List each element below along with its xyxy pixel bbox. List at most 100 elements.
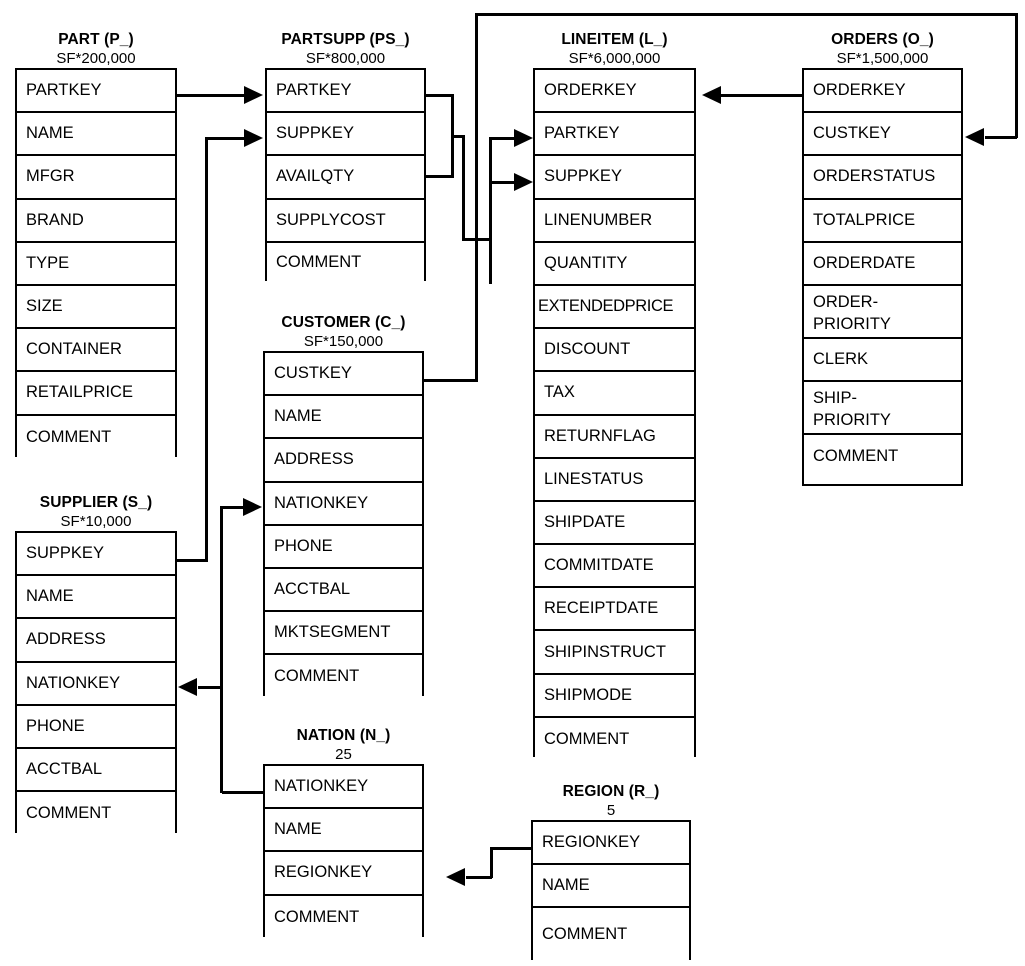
entity-nation-cardinality: 25 <box>335 746 352 763</box>
field-supplier-nationkey[interactable]: NATIONKEY <box>17 662 175 706</box>
field-region-comment[interactable]: COMMENT <box>533 908 689 962</box>
field-part-retailprice[interactable]: RETAILPRICE <box>17 372 175 416</box>
entity-region-box: REGIONKEY NAME COMMENT <box>531 820 691 962</box>
field-customer-phone[interactable]: PHONE <box>265 525 422 569</box>
field-lineitem-suppkey[interactable]: SUPPKEY <box>535 156 694 200</box>
field-lineitem-commitdate[interactable]: COMMITDATE <box>535 545 694 589</box>
entity-lineitem-box: ORDERKEY PARTKEY SUPPKEY LINENUMBER QUAN… <box>533 68 696 761</box>
field-lineitem-returnflag[interactable]: RETURNFLAG <box>535 415 694 459</box>
field-nation-comment[interactable]: COMMENT <box>265 895 422 939</box>
connector-customer-to-orders-h2 <box>475 13 1018 16</box>
field-partsupp-supplycost[interactable]: SUPPLYCOST <box>267 199 424 243</box>
field-orders-orderdate[interactable]: ORDERDATE <box>804 242 961 286</box>
field-part-name[interactable]: NAME <box>17 113 175 157</box>
field-orders-orderpriority[interactable]: ORDER- PRIORITY <box>804 285 961 339</box>
field-customer-custkey[interactable]: CUSTKEY <box>265 353 422 397</box>
entity-customer-title: CUSTOMER (C_) <box>281 314 406 331</box>
field-lineitem-orderkey[interactable]: ORDERKEY <box>535 70 694 114</box>
field-lineitem-comment[interactable]: COMMENT <box>535 717 694 761</box>
field-region-regionkey[interactable]: REGIONKEY <box>533 822 689 866</box>
field-region-name[interactable]: NAME <box>533 865 689 909</box>
entity-partsupp[interactable]: PARTSUPP (PS_) SF*800,000 PARTKEY SUPPKE… <box>265 30 426 283</box>
field-customer-name[interactable]: NAME <box>265 396 422 440</box>
field-customer-acctbal[interactable]: ACCTBAL <box>265 568 422 613</box>
field-nation-regionkey[interactable]: REGIONKEY <box>265 852 422 896</box>
connector-supplier-to-partsupp-h2 <box>205 137 244 140</box>
field-nation-name[interactable]: NAME <box>265 809 422 853</box>
field-customer-mktsegment[interactable]: MKTSEGMENT <box>265 612 422 656</box>
field-lineitem-quantity[interactable]: QUANTITY <box>535 242 694 286</box>
entity-nation-title: NATION (N_) <box>296 727 391 744</box>
field-partsupp-availqty[interactable]: AVAILQTY <box>267 156 424 200</box>
field-partsupp-suppkey[interactable]: SUPPKEY <box>267 113 424 157</box>
field-orders-shippriority[interactable]: SHIP- PRIORITY <box>804 382 961 436</box>
field-customer-address[interactable]: ADDRESS <box>265 439 422 483</box>
field-customer-comment[interactable]: COMMENT <box>265 655 422 699</box>
field-customer-nationkey[interactable]: NATIONKEY <box>265 482 422 526</box>
field-lineitem-extendedprice[interactable]: EXTENDEDPRICE <box>535 285 694 330</box>
entity-part-title: PART (P_) <box>58 31 134 48</box>
field-orders-orderkey[interactable]: ORDERKEY <box>804 70 961 114</box>
field-lineitem-shipinstruct[interactable]: SHIPINSTRUCT <box>535 631 694 675</box>
entity-partsupp-cardinality: SF*800,000 <box>305 50 386 67</box>
field-partsupp-partkey[interactable]: PARTKEY <box>267 70 424 114</box>
field-lineitem-tax[interactable]: TAX <box>535 372 694 416</box>
entity-supplier[interactable]: SUPPLIER (S_) SF*10,000 SUPPKEY NAME ADD… <box>15 493 177 836</box>
field-nation-nationkey[interactable]: NATIONKEY <box>265 766 422 810</box>
connector-customer-to-orders-v2 <box>1015 13 1018 138</box>
connector-supplier-to-partsupp-arrow <box>244 129 263 147</box>
field-lineitem-discount[interactable]: DISCOUNT <box>535 329 694 373</box>
field-part-container[interactable]: CONTAINER <box>17 329 175 373</box>
entity-customer[interactable]: CUSTOMER (C_) SF*150,000 CUSTKEY NAME AD… <box>263 313 424 699</box>
entity-orders-box: ORDERKEY CUSTKEY ORDERSTATUS TOTALPRICE … <box>802 68 963 486</box>
field-part-size[interactable]: SIZE <box>17 285 175 330</box>
field-lineitem-shipdate[interactable]: SHIPDATE <box>535 501 694 546</box>
entity-supplier-cardinality: SF*10,000 <box>60 513 132 530</box>
entity-nation[interactable]: NATION (N_) 25 NATIONKEY NAME REGIONKEY … <box>263 726 424 939</box>
field-lineitem-linestatus[interactable]: LINESTATUS <box>535 458 694 502</box>
field-supplier-address[interactable]: ADDRESS <box>17 619 175 663</box>
field-lineitem-linenumber[interactable]: LINENUMBER <box>535 199 694 243</box>
entity-region[interactable]: REGION (R_) 5 REGIONKEY NAME COMMENT <box>531 782 691 962</box>
field-orders-clerk[interactable]: CLERK <box>804 338 961 383</box>
field-part-brand[interactable]: BRAND <box>17 199 175 243</box>
field-supplier-suppkey[interactable]: SUPPKEY <box>17 533 175 577</box>
entity-part-box: PARTKEY NAME MFGR BRAND TYPE SIZE CONTAI… <box>15 68 177 459</box>
field-part-mfgr[interactable]: MFGR <box>17 156 175 200</box>
field-orders-comment[interactable]: COMMENT <box>804 435 961 479</box>
entity-orders[interactable]: ORDERS (O_) SF*1,500,000 ORDERKEY CUSTKE… <box>802 30 963 486</box>
connector-customer-to-orders-arrow <box>965 128 984 146</box>
entity-lineitem[interactable]: LINEITEM (L_) SF*6,000,000 ORDERKEY PART… <box>533 30 696 761</box>
field-supplier-comment[interactable]: COMMENT <box>17 792 175 836</box>
connector-orders-to-lineitem-arrow <box>702 86 721 104</box>
field-supplier-phone[interactable]: PHONE <box>17 705 175 749</box>
field-part-partkey[interactable]: PARTKEY <box>17 70 175 114</box>
field-part-comment[interactable]: COMMENT <box>17 415 175 459</box>
field-orders-shippriority-line1: SHIP- <box>813 389 858 408</box>
entity-lineitem-title: LINEITEM (L_) <box>561 31 668 48</box>
entity-region-title: REGION (R_) <box>562 783 660 800</box>
entity-nation-box: NATIONKEY NAME REGIONKEY COMMENT <box>263 764 424 939</box>
field-part-type[interactable]: TYPE <box>17 242 175 286</box>
connector-nation-to-supplier-h <box>198 686 222 689</box>
field-orders-orderstatus[interactable]: ORDERSTATUS <box>804 156 961 200</box>
field-lineitem-receiptdate[interactable]: RECEIPTDATE <box>535 588 694 632</box>
connector-region-v <box>490 847 493 878</box>
entity-partsupp-box: PARTKEY SUPPKEY AVAILQTY SUPPLYCOST COMM… <box>265 68 426 283</box>
entity-part-cardinality: SF*200,000 <box>56 50 136 67</box>
field-supplier-name[interactable]: NAME <box>17 576 175 620</box>
connector-region-to-nation-h <box>466 876 492 879</box>
entity-customer-cardinality: SF*150,000 <box>303 333 384 350</box>
entity-part[interactable]: PART (P_) SF*200,000 PARTKEY NAME MFGR B… <box>15 30 177 459</box>
field-lineitem-shipmode[interactable]: SHIPMODE <box>535 674 694 718</box>
connector-customer-to-orders-v1 <box>475 13 478 381</box>
field-orders-totalprice[interactable]: TOTALPRICE <box>804 199 961 243</box>
field-partsupp-comment[interactable]: COMMENT <box>267 242 424 283</box>
entity-orders-title: ORDERS (O_) <box>831 31 934 48</box>
field-lineitem-partkey[interactable]: PARTKEY <box>535 113 694 157</box>
field-supplier-acctbal[interactable]: ACCTBAL <box>17 748 175 793</box>
field-orders-custkey[interactable]: CUSTKEY <box>804 113 961 157</box>
entity-supplier-title: SUPPLIER (S_) <box>39 494 153 511</box>
field-orders-orderpriority-line1: ORDER- <box>813 292 879 311</box>
